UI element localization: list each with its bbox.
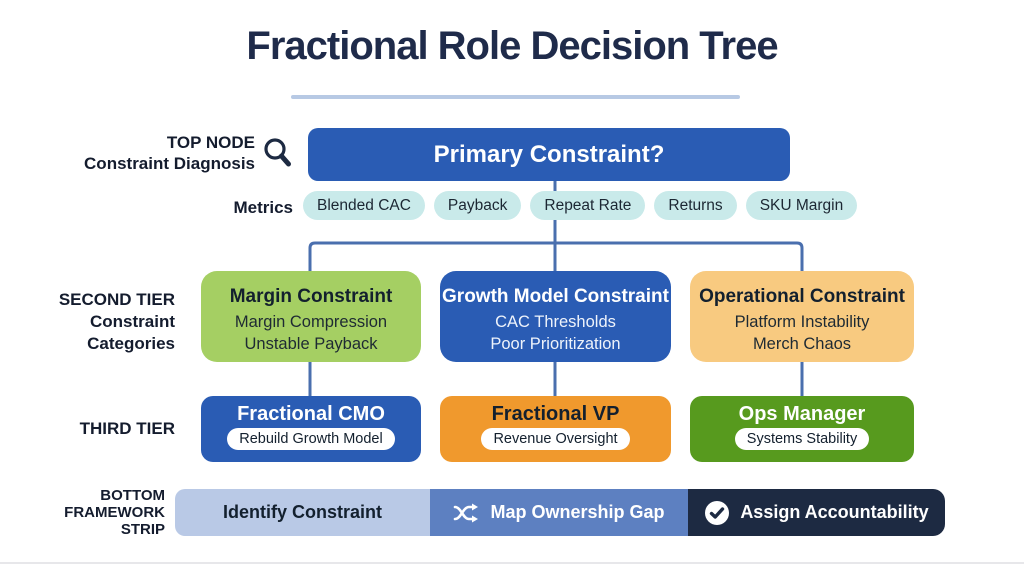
title-underline xyxy=(291,95,740,99)
metric-pill-sku-margin: SKU Margin xyxy=(745,191,858,220)
node-fractional-cmo: Fractional CMO Rebuild Growth Model xyxy=(201,396,421,462)
magnifier-icon xyxy=(264,138,291,167)
shuffle-icon xyxy=(454,503,479,522)
primary-constraint-node: Primary Constraint? xyxy=(308,128,790,181)
page-title: Fractional Role Decision Tree xyxy=(246,24,778,68)
node-title: Operational Constraint xyxy=(699,286,905,307)
node-margin-constraint: Margin Constraint Margin Compression Uns… xyxy=(201,271,421,362)
top-node-label: TOP NODE Constraint Diagnosis xyxy=(40,132,255,174)
strip-segment-label: Identify Constraint xyxy=(222,502,382,522)
bottom-divider xyxy=(0,562,1024,564)
node-title: Margin Constraint xyxy=(229,286,393,307)
node-growth-model-constraint: Growth Model Constraint CAC Thresholds P… xyxy=(440,271,671,362)
second-tier-label-line1: SECOND TIER xyxy=(58,290,175,309)
top-node-label-line2: Constraint Diagnosis xyxy=(84,154,255,173)
metric-pill-returns: Returns xyxy=(654,191,737,220)
second-tier-label-line3: Categories xyxy=(87,334,175,353)
strip-segment-label: Map Ownership Gap xyxy=(490,502,665,522)
node-title: Fractional VP xyxy=(491,403,620,425)
node-line: Poor Prioritization xyxy=(490,335,621,353)
node-pill: Systems Stability xyxy=(734,428,870,450)
node-line: CAC Thresholds xyxy=(495,313,616,331)
metrics-label: Metrics xyxy=(233,198,293,217)
bottom-strip-label: BOTTOM FRAMEWORK STRIP xyxy=(40,487,165,538)
bottom-strip-label-line2: FRAMEWORK xyxy=(64,504,165,521)
strip-segment-identify-constraint: Identify Constraint xyxy=(175,489,430,536)
strip-segment-map-ownership-gap: Map Ownership Gap xyxy=(430,489,688,536)
node-operational-constraint: Operational Constraint Platform Instabil… xyxy=(690,271,914,362)
metric-pill-repeat-rate: Repeat Rate xyxy=(530,191,646,220)
node-line: Merch Chaos xyxy=(752,335,852,353)
second-tier-label-line2: Constraint xyxy=(90,312,175,331)
metrics-pill-row: Blended CAC Payback Repeat Rate Returns … xyxy=(303,191,858,220)
node-pill: Revenue Oversight xyxy=(481,428,630,450)
node-ops-manager: Ops Manager Systems Stability xyxy=(690,396,914,462)
strip-segment-label: Assign Accountability xyxy=(740,502,929,522)
node-fractional-vp: Fractional VP Revenue Oversight xyxy=(440,396,671,462)
bottom-strip-label-line1: BOTTOM xyxy=(100,487,165,504)
metric-pill-blended-cac: Blended CAC xyxy=(303,191,425,220)
bottom-strip-label-line3: STRIP xyxy=(120,521,165,538)
third-tier-label: THIRD TIER xyxy=(79,419,175,438)
top-node-label-line1: TOP NODE xyxy=(166,133,255,152)
node-line: Platform Instability xyxy=(734,313,870,331)
strip-segment-assign-accountability: Assign Accountability xyxy=(688,489,945,536)
node-line: Margin Compression xyxy=(234,313,388,331)
check-circle-icon xyxy=(705,500,730,525)
node-title: Ops Manager xyxy=(738,403,866,425)
node-line: Unstable Payback xyxy=(244,335,378,353)
second-tier-label: SECOND TIER Constraint Categories xyxy=(40,289,175,355)
node-title: Growth Model Constraint xyxy=(442,286,669,307)
node-title: Fractional CMO xyxy=(237,403,385,425)
metric-pill-payback: Payback xyxy=(433,191,522,220)
node-pill: Rebuild Growth Model xyxy=(227,428,395,450)
